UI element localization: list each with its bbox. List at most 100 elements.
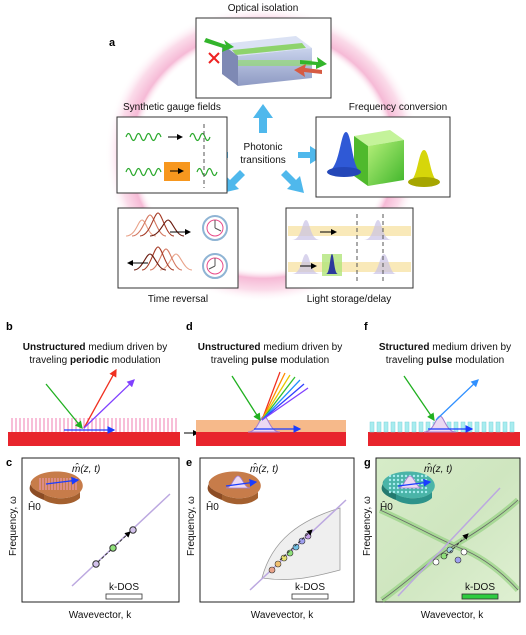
panel-c-h-label: Ĥ0: [28, 500, 41, 513]
lattice-dot: [420, 474, 424, 478]
panel-c-m-label: m̂(z, t): [72, 461, 100, 475]
pillar: [453, 421, 459, 433]
panel-f-medium: [368, 375, 520, 446]
panel-c-magnet-blob: [29, 471, 83, 505]
lattice-dot: [400, 474, 404, 478]
photonic-transitions-label: Photonic: [244, 142, 283, 153]
synthetic-gauge-box: [116, 116, 228, 194]
isolator-device: [204, 36, 327, 86]
time-reversal-label: Time reversal: [148, 294, 208, 305]
panel-d-medium: [196, 371, 346, 446]
panel-c-y-axis-label: Frequency, ω: [8, 496, 19, 556]
lattice-dot: [416, 474, 420, 478]
lattice-dot: [424, 474, 428, 478]
panel-b-description-line1: Unstructured medium driven by: [23, 342, 168, 353]
panel-c-mode-2: [109, 544, 117, 552]
lattice-dot: [412, 474, 416, 478]
panel-f-description-line1: Structured medium driven by: [379, 342, 511, 353]
panel-letter-c: c: [6, 457, 12, 469]
panel-g-m-label: m̂(z, t): [424, 461, 452, 475]
light-storage-label: Light storage/delay: [307, 294, 392, 305]
radial-arrows: [202, 104, 324, 193]
panel-letter-f: f: [364, 321, 368, 333]
panel-e-kdos-bar: [291, 593, 329, 600]
green-exit-arrow: [300, 57, 327, 69]
panel-c-kdos-label: k-DOS: [109, 582, 139, 593]
arrow-down-left: [222, 170, 245, 193]
light-storage-box: [285, 207, 414, 289]
synthetic-gauge-label: Synthetic gauge fields: [123, 102, 221, 113]
panel-g-x-axis-label: Wavevector, k: [421, 610, 484, 621]
panel-letter-g: g: [364, 457, 371, 469]
lattice-dot: [404, 474, 408, 478]
blocked-x-icon: [208, 52, 220, 64]
lattice-dot: [408, 490, 412, 494]
panel-e-magnet-blob: [207, 471, 261, 505]
panel-d-description-line1: Unstructured medium driven by: [198, 342, 343, 353]
panel-g-modes: [432, 546, 468, 566]
lattice-dot: [396, 482, 400, 486]
pillar: [460, 421, 466, 433]
panel-c-x-axis-label: Wavevector, k: [69, 610, 132, 621]
panel-g-kdos-label: k-DOS: [465, 582, 495, 593]
pillar: [418, 421, 424, 433]
panel-g-magnet-blob: [381, 471, 435, 505]
panel-c-plot: Frequency, ω Wavevector, k m̂(z, t) Ĥ0 k…: [8, 457, 180, 621]
panel-g-h-label: Ĥ0: [380, 500, 393, 513]
panel-b-purple-beam: [83, 379, 135, 429]
red-back-arrow: [294, 64, 322, 77]
panel-g-dispersion-line: [397, 487, 501, 597]
lattice-dot: [388, 482, 392, 486]
lattice-dot: [392, 490, 396, 494]
pillar: [404, 421, 410, 433]
lattice-dot: [412, 490, 416, 494]
panel-f-description-line2: traveling pulse modulation: [386, 355, 504, 366]
arrow-down-right: [281, 170, 304, 193]
panel-e-m-label: m̂(z, t): [250, 461, 278, 475]
panel-c-mode-3: [129, 526, 137, 534]
panel-c-mode-1: [92, 560, 100, 568]
lattice-dot: [392, 482, 396, 486]
lattice-dot: [396, 478, 400, 482]
lattice-dot: [396, 474, 400, 478]
panel-letter-a: a: [109, 37, 116, 49]
lattice-dot: [420, 478, 424, 482]
pillar: [474, 421, 480, 433]
pillar: [390, 421, 396, 433]
pillar: [509, 421, 515, 433]
panel-f-incident-beam: [403, 375, 435, 422]
lattice-dot: [388, 490, 392, 494]
panel-e-y-axis-label: Frequency, ω: [186, 496, 197, 556]
stored-pulse: [326, 254, 338, 274]
pillar: [488, 421, 494, 433]
panel-g-plot: Frequency, ω Wavevector, k m̂(z, t): [362, 457, 521, 621]
pillar: [383, 421, 389, 433]
panel-b-incident-beam: [45, 383, 83, 430]
lattice-dot: [400, 490, 404, 494]
pillar: [467, 421, 473, 433]
clock-icon: [202, 215, 228, 241]
lattice-dot: [392, 474, 396, 478]
lattice-dot: [396, 490, 400, 494]
lattice-dot: [424, 486, 428, 490]
panel-b-description-line2: traveling periodic modulation: [29, 355, 160, 366]
yellow-peak: [408, 150, 440, 182]
panel-e-x-axis-label: Wavevector, k: [251, 610, 314, 621]
frequency-conversion-label: Frequency conversion: [349, 102, 447, 113]
panel-d-incident-beam: [231, 375, 261, 422]
arrow-up: [253, 104, 273, 133]
panel-g-y-axis-label: Frequency, ω: [362, 496, 373, 556]
pillar: [502, 421, 508, 433]
panel-c-kdos-bar: [105, 593, 143, 600]
storage-graphics: [288, 214, 411, 284]
lattice-dot: [388, 478, 392, 482]
pillar: [481, 421, 487, 433]
panel-letter-d: d: [186, 321, 193, 333]
lattice-dot: [424, 478, 428, 482]
lattice-dot: [400, 478, 404, 482]
green-beam-arrow: [204, 38, 234, 52]
panel-letter-b: b: [6, 321, 13, 333]
panel-e-h-label: Ĥ0: [206, 500, 219, 513]
lattice-dot: [416, 478, 420, 482]
